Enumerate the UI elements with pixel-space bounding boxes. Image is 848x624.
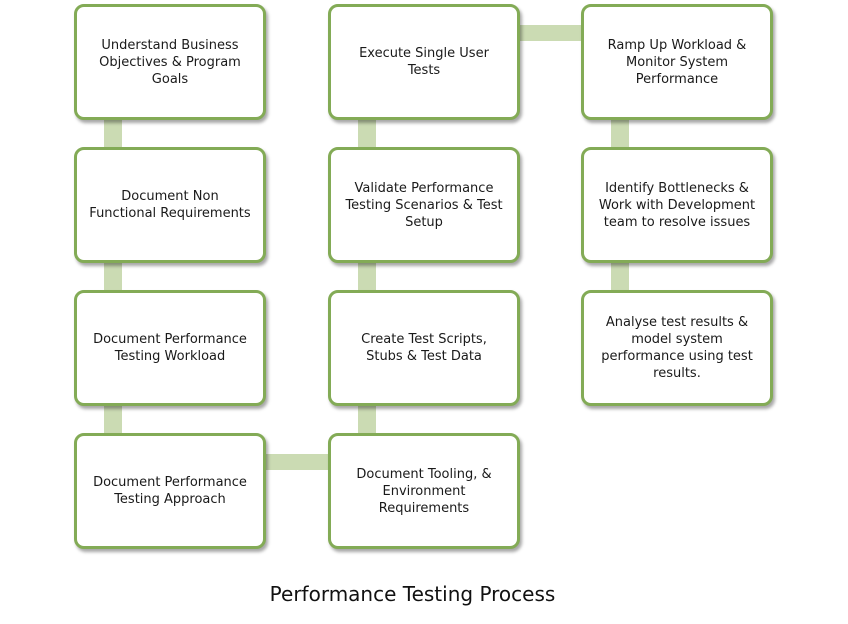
step-label: Document Tooling, & Environment Requirem… (356, 466, 492, 516)
step-document-performance-testing-approach: Document Performance Testing Approach (74, 433, 266, 549)
connector-7-8 (358, 115, 376, 155)
step-label: Document Performance Testing Approach (93, 475, 247, 507)
connector-1-2 (104, 115, 122, 155)
step-document-performance-testing-workload: Document Performance Testing Workload (74, 290, 266, 406)
step-label: Identify Bottlenecks & Work with Develop… (598, 180, 756, 230)
connector-8-9 (515, 25, 587, 41)
step-document-non-functional-requirements: Document Non Functional Requirements (74, 147, 266, 263)
step-label: Understand Business Objectives & Program… (99, 37, 241, 87)
step-label: Document Non Functional Requirements (89, 189, 251, 221)
step-create-test-scripts: Create Test Scripts, Stubs & Test Data (328, 290, 520, 406)
step-label: Analyse test results & model system perf… (601, 315, 753, 381)
connector-5-6 (358, 401, 376, 441)
step-ramp-up-workload: Ramp Up Workload & Monitor System Perfor… (581, 4, 773, 120)
step-execute-single-user-tests: Execute Single User Tests (328, 4, 520, 120)
step-label: Create Test Scripts, Stubs & Test Data (361, 332, 487, 364)
connector-3-4 (104, 401, 122, 441)
connector-4-5 (262, 454, 334, 470)
step-label: Execute Single User Tests (359, 46, 489, 78)
step-document-tooling-environment: Document Tooling, & Environment Requirem… (328, 433, 520, 549)
connector-10-11 (611, 258, 629, 298)
connector-2-3 (104, 258, 122, 298)
step-validate-performance-scenarios: Validate Performance Testing Scenarios &… (328, 147, 520, 263)
step-label: Validate Performance Testing Scenarios &… (345, 180, 503, 230)
diagram-caption: Performance Testing Process (269, 582, 556, 606)
step-identify-bottlenecks: Identify Bottlenecks & Work with Develop… (581, 147, 773, 263)
connector-9-10 (611, 115, 629, 155)
step-understand-business-objectives: Understand Business Objectives & Program… (74, 4, 266, 120)
step-label: Document Performance Testing Workload (93, 332, 247, 364)
step-analyse-test-results: Analyse test results & model system perf… (581, 290, 773, 406)
connector-6-7 (358, 258, 376, 298)
step-label: Ramp Up Workload & Monitor System Perfor… (607, 37, 747, 87)
